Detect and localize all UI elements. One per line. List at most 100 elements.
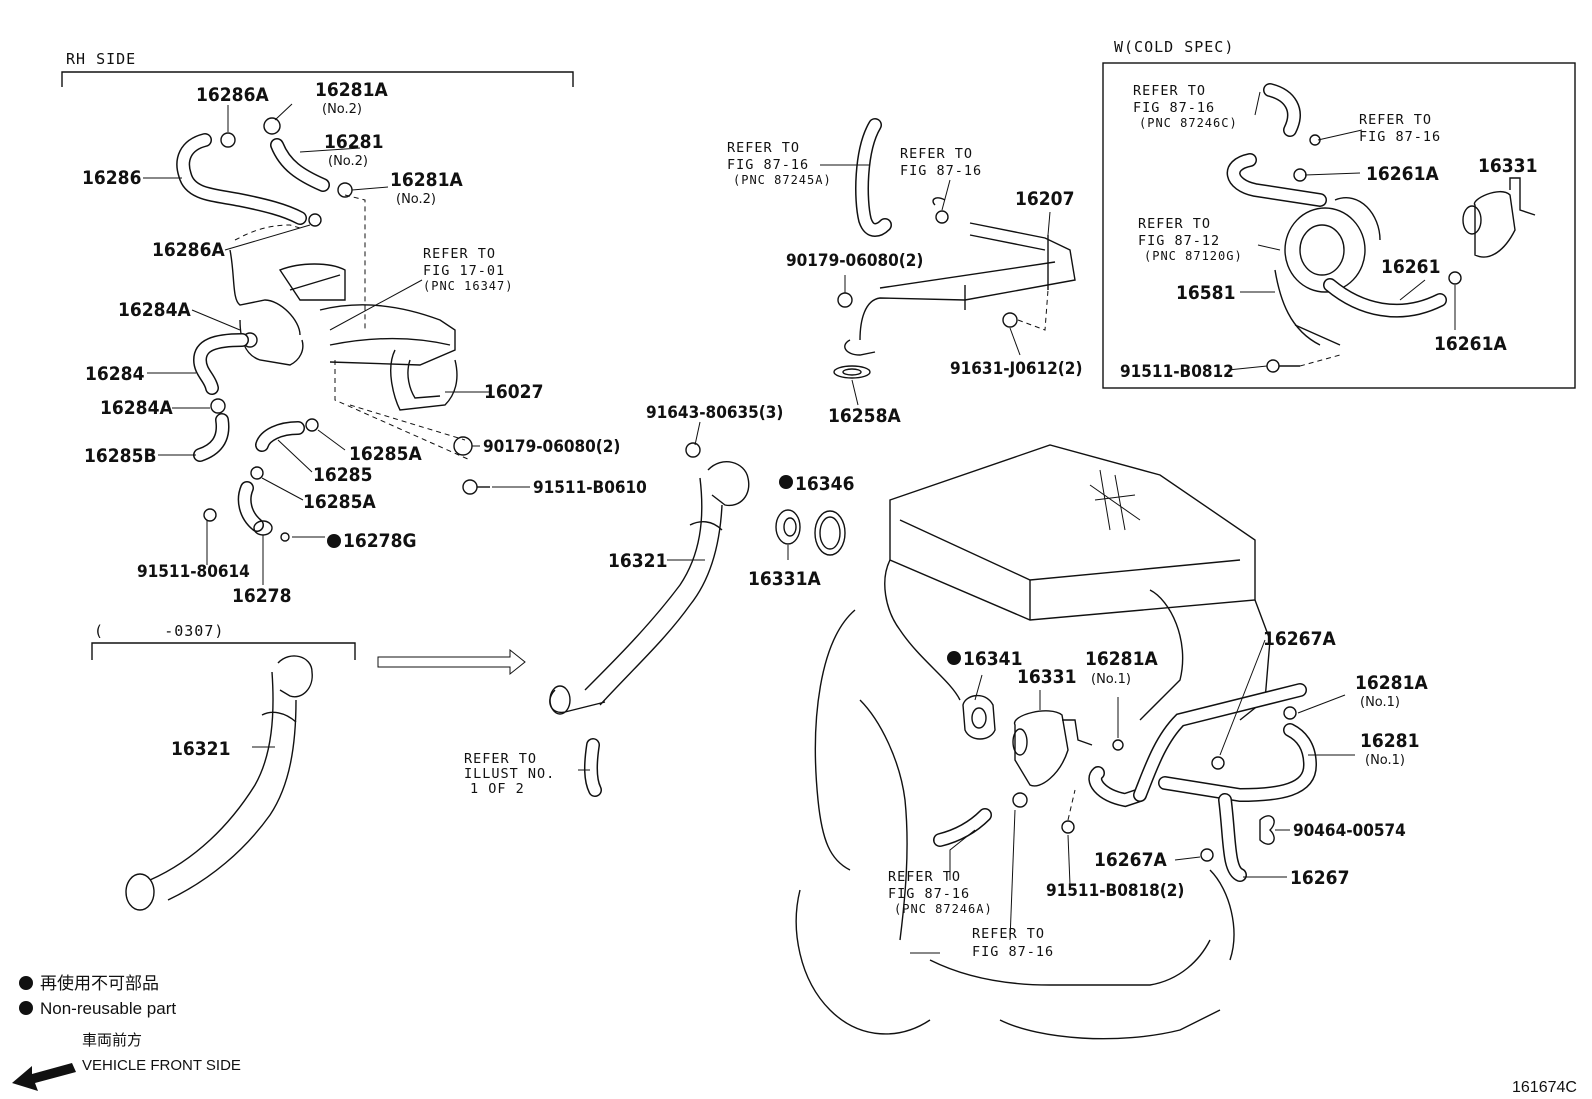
cold-spec-box (1102, 62, 1576, 389)
part-16267A-bot: 16267A (1094, 849, 1167, 871)
pipe-16321-left-drawing (125, 655, 313, 911)
part-16284A-top: 16284A (118, 299, 191, 321)
part-16281-top-sub: (No.2) (328, 154, 368, 169)
legend-en-nonreusable: Non-reusable part (40, 999, 176, 1018)
header-rh-side: RH SIDE (66, 50, 136, 68)
part-16258A: 16258A (828, 405, 901, 427)
part-90179-06080-left: 90179-06080(2) (483, 437, 620, 457)
ref-fig-87-16-top: REFER TO FIG 87-16 (900, 146, 982, 179)
svg-text:REFER TO: REFER TO (972, 926, 1045, 942)
part-16286: 16286 (82, 167, 141, 189)
svg-text:REFER TO: REFER TO (1138, 216, 1211, 232)
part-91511-B0610: 91511-B0610 (533, 478, 647, 498)
part-16281-top: 16281 (324, 131, 383, 153)
engine-drawing (795, 444, 1271, 1040)
part-16284: 16284 (85, 363, 145, 385)
part-16341: 16341 (963, 648, 1022, 670)
ref-fig-17-01: REFER TO FIG 17-01 (PNC 16347) (423, 246, 513, 293)
part-16331A: 16331A (748, 568, 821, 590)
svg-text:REFER TO: REFER TO (727, 140, 800, 156)
clamp-icons-upper (210, 117, 353, 480)
ref-fig-87-16-87245A: REFER TO FIG 87-16 (PNC 87245A) (727, 140, 832, 187)
leader-lines (143, 91, 1456, 954)
hose-16284-drawing (192, 333, 249, 395)
gasket-16258A-icon (833, 365, 871, 379)
ref-hose-87245A-drawing (855, 118, 892, 237)
part-90464-00574: 90464-00574 (1293, 821, 1406, 841)
svg-text:REFER TO: REFER TO (900, 146, 973, 162)
legend-jp-nonreusable: 再使用不可部品 (40, 973, 159, 993)
part-16267: 16267 (1290, 867, 1349, 889)
part-16278: 16278 (232, 585, 291, 607)
svg-text:(PNC 16347): (PNC 16347) (423, 279, 513, 293)
svg-text:(PNC 87245A): (PNC 87245A) (733, 173, 832, 187)
part-16285B: 16285B (84, 445, 157, 467)
svg-text:FIG 87-16: FIG 87-16 (900, 163, 982, 179)
part-16027: 16027 (484, 381, 543, 403)
nonreusable-dot-16278G-icon (327, 534, 341, 548)
nonreusable-dot-16346-icon (779, 475, 793, 489)
svg-text:ILLUST NO.: ILLUST NO. (464, 766, 555, 782)
part-16331-eng: 16331 (1017, 666, 1076, 688)
svg-text:FIG 87-16: FIG 87-16 (888, 886, 970, 902)
svg-text:(PNC 87246A): (PNC 87246A) (894, 902, 993, 916)
svg-text:REFER TO: REFER TO (423, 246, 496, 262)
gasket-16331A-icon (814, 510, 846, 556)
rh-side-bracket (61, 71, 574, 87)
ref-illust-hose-drawing (583, 738, 602, 797)
part-91511-B0818: 91511-B0818(2) (1046, 881, 1184, 901)
pipe-16278-drawing (203, 481, 290, 542)
thermostat-16346-icon (775, 509, 801, 545)
thermostat-housing-16331-drawing (933, 683, 1318, 882)
part-16281A-right-sub: (No.1) (1360, 695, 1400, 710)
svg-text:FIG 87-16: FIG 87-16 (727, 157, 809, 173)
header-cold-spec: W(COLD SPEC) (1114, 38, 1234, 56)
svg-text:(PNC 87246C): (PNC 87246C) (1139, 116, 1238, 130)
part-16281A-top: 16281A (315, 79, 388, 101)
ref-fig-87-16-cold: REFER TO FIG 87-16 (1359, 112, 1441, 145)
part-16581: 16581 (1176, 282, 1235, 304)
ref-fig-87-12-87120G: REFER TO FIG 87-12 (PNC 87120G) (1138, 216, 1243, 263)
part-16286A-top: 16286A (196, 84, 269, 106)
vehicle-front-arrow-icon (12, 1063, 76, 1091)
hose-16286-drawing (176, 133, 307, 225)
date-range-bracket (91, 642, 356, 660)
part-16281-right: 16281 (1360, 730, 1419, 752)
part-16285A-b: 16285A (303, 491, 376, 513)
part-16281A-mid: 16281A (390, 169, 463, 191)
part-16286A-mid: 16286A (152, 239, 225, 261)
figure-id: 161674C (1512, 1079, 1577, 1096)
ref-fig-87-16-bottom: REFER TO FIG 87-16 (972, 926, 1054, 960)
svg-text:FIG 87-16: FIG 87-16 (1359, 129, 1441, 145)
legend-dot-jp-icon (19, 976, 33, 990)
part-90179-06080-top: 90179-06080(2) (786, 251, 923, 271)
part-91511-B0812: 91511-B0812 (1120, 362, 1234, 382)
header-date-range: ( -0307) (94, 622, 224, 640)
heater-valve-block-drawing (229, 224, 458, 411)
part-16281A-top-sub: (No.2) (322, 102, 362, 117)
svg-text:REFER TO: REFER TO (1133, 83, 1206, 99)
pipe-16321-right-drawing (549, 442, 750, 715)
part-91643-80635: 91643-80635(3) (646, 403, 783, 423)
cold-spec-drawing (1226, 83, 1536, 373)
part-91511-80614: 91511-80614 (137, 562, 250, 582)
bolt-91631-icon (1002, 289, 1049, 331)
part-16346: 16346 (795, 473, 854, 495)
part-16331-cold: 16331 (1478, 155, 1537, 177)
bolt-91511-B0610-icon (462, 479, 490, 495)
part-16285A-a: 16285A (349, 443, 422, 465)
hose-16285-drawing (255, 421, 305, 452)
part-16281A-right: 16281A (1355, 672, 1428, 694)
svg-text:1 OF 2: 1 OF 2 (470, 781, 525, 797)
svg-text:FIG 87-12: FIG 87-12 (1138, 233, 1220, 249)
part-16281A-eng-sub: (No.1) (1091, 672, 1131, 687)
svg-text:FIG 87-16: FIG 87-16 (972, 944, 1054, 960)
nonreusable-dot-16341-icon (947, 651, 961, 665)
part-91631-J0612: 91631-J0612(2) (950, 359, 1082, 379)
svg-text:(PNC 87120G): (PNC 87120G) (1144, 249, 1243, 263)
svg-text:REFER TO: REFER TO (888, 869, 961, 885)
part-16281A-eng: 16281A (1085, 648, 1158, 670)
variant-arrow (377, 648, 526, 676)
part-16281A-mid-sub: (No.2) (396, 192, 436, 207)
